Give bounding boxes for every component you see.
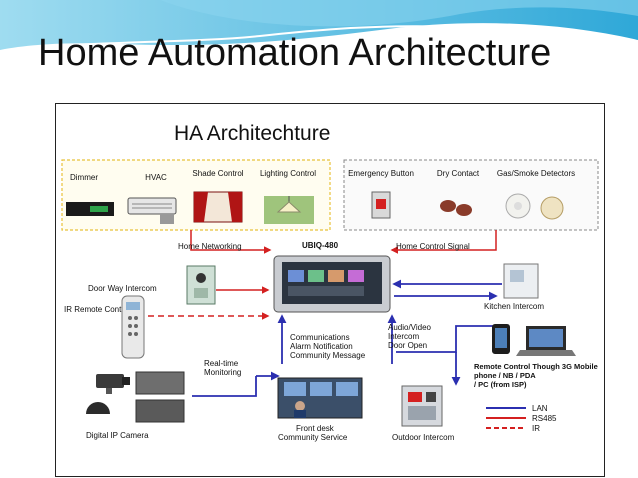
curtain-icon: [193, 191, 243, 223]
laptop-icon: [516, 326, 576, 356]
audio-video-label: Audio/Video: [388, 323, 432, 332]
remote-control-label: Remote Control Though 3G Mobile phone / …: [474, 362, 600, 389]
outdoor-intercom-icon: [401, 385, 443, 427]
hub-touchscreen-icon: [273, 255, 391, 313]
smoke-detector-icon: [505, 193, 564, 220]
digital-ip-camera-label: Digital IP Camera: [86, 431, 149, 440]
alarm-notification-label: Alarm Notification: [290, 342, 353, 351]
home-networking-label: Home Networking: [178, 242, 242, 251]
home-control-signal-label: Home Control Signal: [396, 242, 470, 251]
device-label-gas-smoke-detectors: Gas/Smoke Detectors: [497, 169, 575, 178]
emergency-button-icon: [371, 191, 391, 219]
lamp-icon: [264, 196, 314, 224]
door-way-intercom-label: Door Way Intercom: [88, 284, 157, 293]
header-wave-decoration: [0, 0, 638, 53]
line-legend: LAN RS485 IR: [486, 404, 557, 433]
camera-feed-thumbnails: [135, 371, 185, 423]
device-label-shade-control: Shade Control: [192, 169, 243, 178]
remote-controller-icon: [121, 295, 145, 359]
hub-label: UBIQ-480: [302, 241, 339, 250]
device-label-dimmer: Dimmer: [70, 173, 98, 182]
legend-lan-label: LAN: [532, 404, 548, 413]
ip-camera-icon: [86, 374, 130, 414]
device-label-emergency-button: Emergency Button: [348, 169, 414, 178]
legend-rs485-label: RS485: [532, 414, 557, 423]
outdoor-intercom-label: Outdoor Intercom: [392, 433, 455, 442]
intercom-label: Intercom: [388, 332, 419, 341]
diagram-heading: HA Architechture: [174, 122, 330, 145]
ir-remote-label: IR Remote Controller: [64, 305, 139, 314]
kitchen-intercom-icon: [503, 263, 539, 299]
realtime-monitoring-label: Real-time Monitoring: [204, 359, 241, 377]
dimmer-icon: [66, 202, 114, 216]
legend-ir-label: IR: [532, 424, 540, 433]
door-open-label: Door Open: [388, 341, 427, 350]
mobile-phone-icon: [492, 324, 510, 354]
slide-title: Home Automation Architecture: [38, 32, 552, 74]
hvac-icon: [127, 197, 177, 224]
device-label-lighting-control: Lighting Control: [260, 169, 316, 178]
dry-contact-icon: [440, 200, 472, 216]
front-desk-label: Front desk: [296, 424, 335, 433]
kitchen-intercom-label: Kitchen Intercom: [484, 302, 544, 311]
diagram-frame: HA Architechture Dimmer HVAC Shade Contr…: [55, 103, 605, 477]
communications-label: Communications: [290, 333, 350, 342]
front-desk-icon: [277, 377, 363, 419]
device-label-hvac: HVAC: [145, 173, 167, 182]
door-intercom-icon: [186, 265, 216, 305]
community-message-label: Community Message: [290, 351, 366, 360]
community-service-label: Community Service: [278, 433, 348, 442]
device-label-dry-contact: Dry Contact: [437, 169, 480, 178]
architecture-diagram: HA Architechture Dimmer HVAC Shade Contr…: [61, 122, 600, 442]
